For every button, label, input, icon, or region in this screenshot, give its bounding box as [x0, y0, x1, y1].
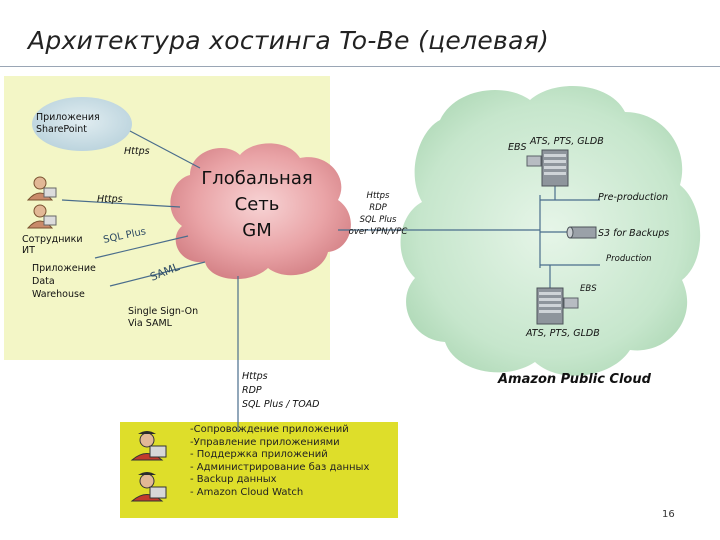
aws-cloud — [400, 86, 701, 376]
dwh-label: Приложение Data Warehouse — [32, 263, 96, 300]
slide-title: Архитектура хостинга To-Be (целевая) — [28, 26, 550, 55]
s3-storage-icon — [566, 226, 597, 239]
sql-plus-label: SQL Plus — [102, 226, 147, 246]
employees-label: Сотрудники ИТ — [22, 234, 83, 256]
production-label: Production — [606, 254, 652, 264]
gm-cloud — [170, 143, 351, 280]
list-item: -Управление приложениями — [190, 436, 340, 448]
https-mid-label: Https — [97, 194, 123, 205]
ebs-top-label: EBS — [508, 142, 527, 153]
ebs-bottom-db-icon — [563, 297, 579, 309]
line-employees-gm — [61, 199, 181, 208]
support-person-icon — [130, 431, 167, 461]
line-sharepoint-gm — [129, 130, 201, 169]
support-box — [120, 422, 398, 518]
it-employee-icon — [26, 176, 57, 201]
bottom-connection-label: Https RDP SQL Plus / TOAD — [242, 371, 320, 410]
vpn-connection-label: Https RDP SQL Plus over VPN/VPC — [348, 191, 408, 237]
server-top-icon — [541, 149, 569, 187]
line-saml-gm — [109, 261, 206, 287]
sso-label: Single Sign-On Via SAML — [128, 306, 199, 329]
list-item: - Backup данных — [190, 474, 277, 485]
ats-top-label: ATS, PTS, GLDB — [530, 136, 604, 147]
ats-bottom-label: ATS, PTS, GLDB — [526, 328, 600, 339]
server-bottom-icon — [536, 287, 564, 325]
aws-cloud-label: Amazon Public Cloud — [498, 372, 651, 387]
support-list: -Сопровождение приложений -Управление пр… — [190, 424, 369, 499]
list-item: - Поддержка приложений — [190, 449, 328, 460]
support-person-icon-2 — [130, 472, 167, 502]
ebs-top-db-icon — [526, 155, 542, 167]
gm-cloud-label: Глобальная Сеть GM — [201, 168, 313, 241]
list-item: - Администрирование баз данных — [190, 461, 370, 473]
sharepoint-bubble — [32, 97, 132, 151]
https-top-label: Https — [124, 146, 150, 157]
list-item: - Amazon Cloud Watch — [190, 486, 304, 498]
saml-label: SAML — [148, 260, 182, 284]
sharepoint-label: Приложения SharePoint — [36, 112, 100, 135]
title-divider — [0, 66, 720, 67]
ebs-bottom-label: EBS — [580, 284, 597, 294]
page-number: 16 — [662, 509, 675, 520]
connection-lines — [61, 130, 600, 432]
list-item: -Сопровождение приложений — [190, 424, 349, 435]
line-sql-gm — [94, 235, 189, 259]
preproduction-label: Pre-production — [598, 192, 669, 203]
s3-label: S3 for Backups — [598, 228, 670, 239]
it-employee-icon-2 — [26, 204, 57, 229]
